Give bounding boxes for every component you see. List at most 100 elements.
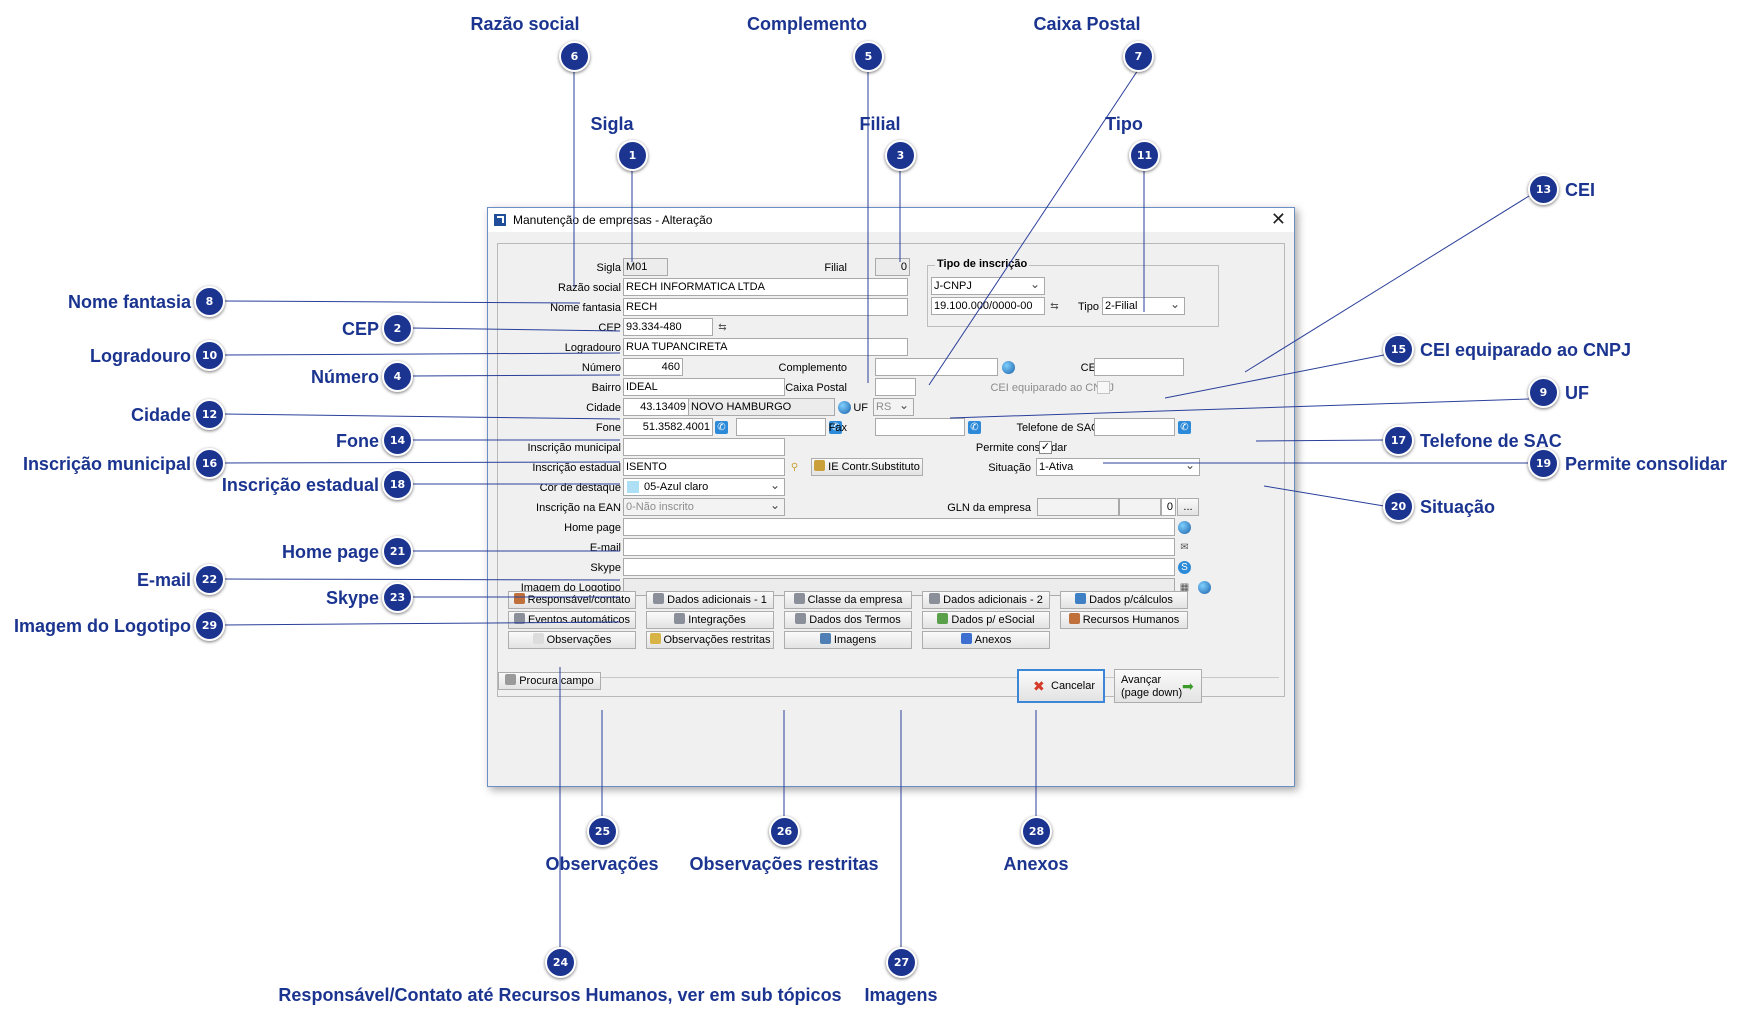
cei-field[interactable]	[1094, 358, 1184, 376]
callout-badge-9: 9	[1528, 377, 1559, 408]
nome-fantasia-label: Nome fantasia	[550, 302, 621, 314]
phone2-icon[interactable]: ✆	[829, 421, 842, 434]
gln-ellipsis-button[interactable]: ...	[1177, 498, 1199, 516]
callout-label-29: Imagem do Logotipo	[14, 616, 191, 636]
subtopic-button-4[interactable]: Dados adicionais - 2	[922, 591, 1050, 609]
tipo-label: Tipo	[1078, 301, 1099, 313]
telefone-sac-field[interactable]	[1094, 418, 1175, 436]
ie-contr-substituto-button[interactable]: IE Contr.Substituto	[811, 458, 923, 476]
tipo-select[interactable]: 2-Filial	[1102, 297, 1185, 315]
home-page-field[interactable]	[623, 518, 1175, 536]
link-icon[interactable]: ⚲	[790, 462, 799, 473]
subtopic-button-8[interactable]: Dados dos Termos	[784, 611, 912, 629]
subtopic-button-7[interactable]: Integrações	[646, 611, 774, 629]
subtopic-button-3[interactable]: Classe da empresa	[784, 591, 912, 609]
globe-icon[interactable]	[1002, 361, 1015, 374]
filial-label: Filial	[824, 262, 847, 274]
gln-field-2[interactable]	[1119, 498, 1161, 516]
fax-phone-icon[interactable]: ✆	[968, 421, 981, 434]
help-icon[interactable]	[1198, 581, 1211, 594]
callout-badge-28: 28	[1021, 816, 1052, 847]
subtopic-button-label: Dados dos Termos	[809, 614, 901, 626]
callout-label-4: Número	[310, 367, 379, 387]
phone-icon[interactable]: ✆	[715, 421, 728, 434]
filial-field[interactable]: 0	[875, 258, 910, 276]
email-field[interactable]	[623, 538, 1175, 556]
skype-icon[interactable]: S	[1178, 561, 1191, 574]
complemento-field[interactable]	[875, 358, 998, 376]
fone2-field[interactable]	[736, 418, 826, 436]
sigla-field[interactable]: M01	[623, 258, 668, 276]
subtopic-button-13[interactable]: Imagens	[784, 631, 912, 649]
callout-label-6: Razão social	[470, 14, 580, 34]
cei-equiparado-checkbox[interactable]	[1097, 381, 1110, 394]
callout-badge-27: 27	[886, 947, 917, 978]
cidade-label: Cidade	[586, 402, 621, 414]
sac-phone-icon[interactable]: ✆	[1178, 421, 1191, 434]
subtopic-button-11[interactable]: Observações	[508, 631, 636, 649]
gln-digit-field[interactable]: 0	[1161, 498, 1176, 516]
subtopic-button-label: Anexos	[974, 634, 1012, 646]
situacao-select[interactable]: 1-Ativa	[1036, 458, 1200, 476]
avancar-sublabel: (page down)	[1121, 687, 1183, 699]
envelope-icon[interactable]: ✉	[1180, 542, 1189, 553]
subtopic-icon	[1075, 593, 1087, 604]
callout-label-9: UF	[1565, 383, 1589, 403]
avancar-button[interactable]: Avançar (page down) ➡	[1114, 669, 1202, 703]
fone-field[interactable]: 51.3582.4001	[623, 418, 713, 436]
home-page-globe-icon[interactable]	[1178, 521, 1191, 534]
inscricao-ean-select[interactable]: 0-Não inscrito	[623, 498, 785, 516]
gln-field-1[interactable]	[1037, 498, 1119, 516]
callout-badge-15: 15	[1383, 334, 1414, 365]
subtopic-button-12[interactable]: Observações restritas	[646, 631, 774, 649]
image-browse-icon[interactable]: ▦	[1179, 582, 1190, 593]
nome-fantasia-field[interactable]: RECH	[623, 298, 908, 316]
subtopic-button-9[interactable]: Dados p/ eSocial	[922, 611, 1050, 629]
cidade-codigo-field[interactable]: 43.13409	[623, 398, 689, 416]
subtopic-icon	[513, 593, 525, 604]
callout-label-14: Fone	[336, 431, 379, 451]
subtopic-button-10[interactable]: Recursos Humanos	[1060, 611, 1188, 629]
cancel-icon: ✖	[1033, 678, 1045, 694]
callout-label-12: Cidade	[130, 405, 191, 425]
callout-label-26: Observações restritas	[689, 854, 879, 874]
cep-field[interactable]: 93.334-480	[623, 318, 713, 336]
skype-field[interactable]	[623, 558, 1175, 576]
subtopic-button-label: Dados p/ eSocial	[951, 614, 1035, 626]
bairro-field[interactable]: IDEAL	[623, 378, 785, 396]
cnpj-field[interactable]: 19.100.000/0000-00	[931, 297, 1045, 315]
subtopic-button-5[interactable]: Dados p/cálculos	[1060, 591, 1188, 609]
inscricao-municipal-field[interactable]	[623, 438, 785, 456]
callout-label-11: Tipo	[1105, 114, 1143, 134]
cor-destaque-value: 05-Azul claro	[644, 481, 709, 493]
fax-field[interactable]	[875, 418, 965, 436]
title-bar: Manutenção de empresas - Alteração ✕	[488, 208, 1294, 232]
numero-field[interactable]: 460	[623, 358, 683, 376]
subtopic-button-2[interactable]: Dados adicionais - 1	[646, 591, 774, 609]
cancelar-button[interactable]: ✖ Cancelar	[1017, 669, 1105, 703]
cidade-globe-icon[interactable]	[838, 401, 851, 414]
email-label: E-mail	[589, 542, 621, 554]
color-swatch	[627, 481, 639, 493]
logradouro-field[interactable]: RUA TUPANCIRETA	[623, 338, 908, 356]
subtopic-icon	[929, 593, 941, 604]
permite-consolidar-checkbox[interactable]: ✓	[1039, 441, 1052, 454]
subtopic-button-1[interactable]: Responsável/contato	[508, 591, 636, 609]
caixa-postal-field[interactable]	[875, 378, 916, 396]
subtopic-button-14[interactable]: Anexos	[922, 631, 1050, 649]
uf-select[interactable]: RS	[873, 398, 914, 416]
inscricao-estadual-field[interactable]: ISENTO	[623, 458, 785, 476]
razao-social-field[interactable]: RECH INFORMATICA LTDA	[623, 278, 908, 296]
cancelar-label: Cancelar	[1051, 680, 1096, 692]
tipo-inscricao-select[interactable]: J-CNPJ	[931, 277, 1045, 295]
callout-label-21: Home page	[281, 542, 379, 562]
subtopic-button-label: Classe da empresa	[807, 594, 903, 606]
cep-lookup-icon[interactable]: ⇆	[718, 322, 727, 333]
cor-destaque-select[interactable]: 05-Azul claro	[623, 478, 785, 496]
subtopic-icon	[793, 593, 805, 604]
procura-campo-button[interactable]: Procura campo	[498, 672, 601, 690]
close-icon[interactable]: ✕	[1270, 209, 1286, 229]
subtopic-button-6[interactable]: Eventos automáticos	[508, 611, 636, 629]
cnpj-lookup-icon[interactable]: ⇆	[1050, 301, 1059, 312]
fone-label: Fone	[595, 422, 621, 434]
